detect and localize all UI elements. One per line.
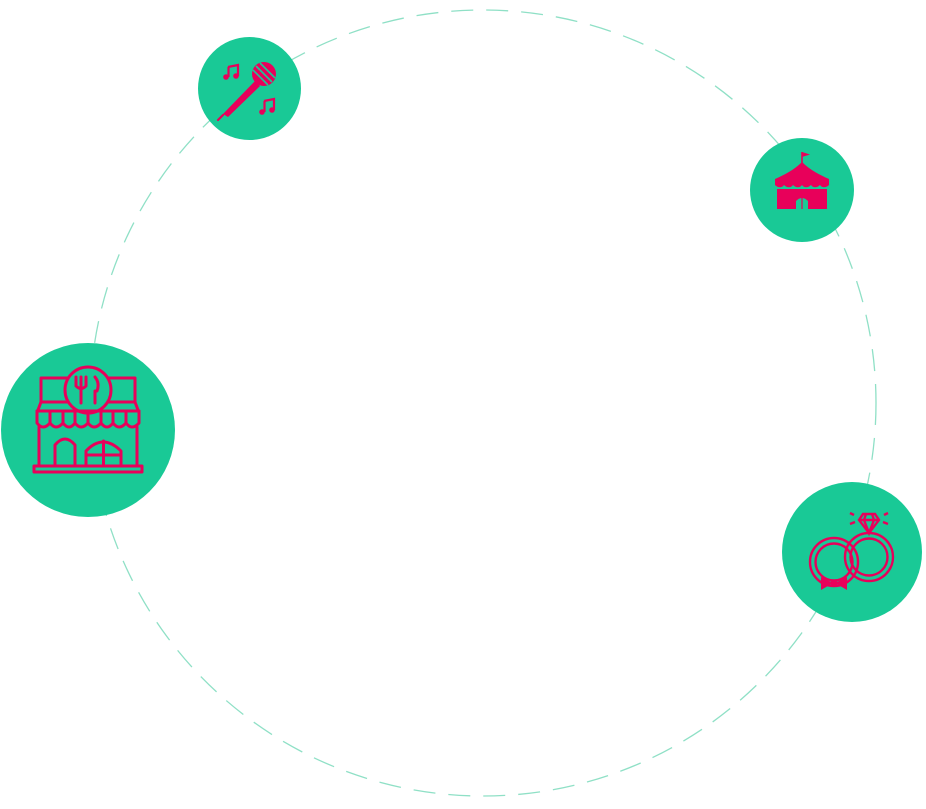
restaurant-badge: [1, 343, 175, 517]
karaoke-microphone-icon: [198, 37, 301, 140]
wedding-rings-icon: [782, 482, 922, 622]
circus-badge: [750, 138, 854, 242]
restaurant-storefront-icon: [1, 343, 175, 517]
wedding-badge: [782, 482, 922, 622]
circus-tent-icon: [750, 138, 854, 242]
karaoke-badge: [198, 37, 301, 140]
